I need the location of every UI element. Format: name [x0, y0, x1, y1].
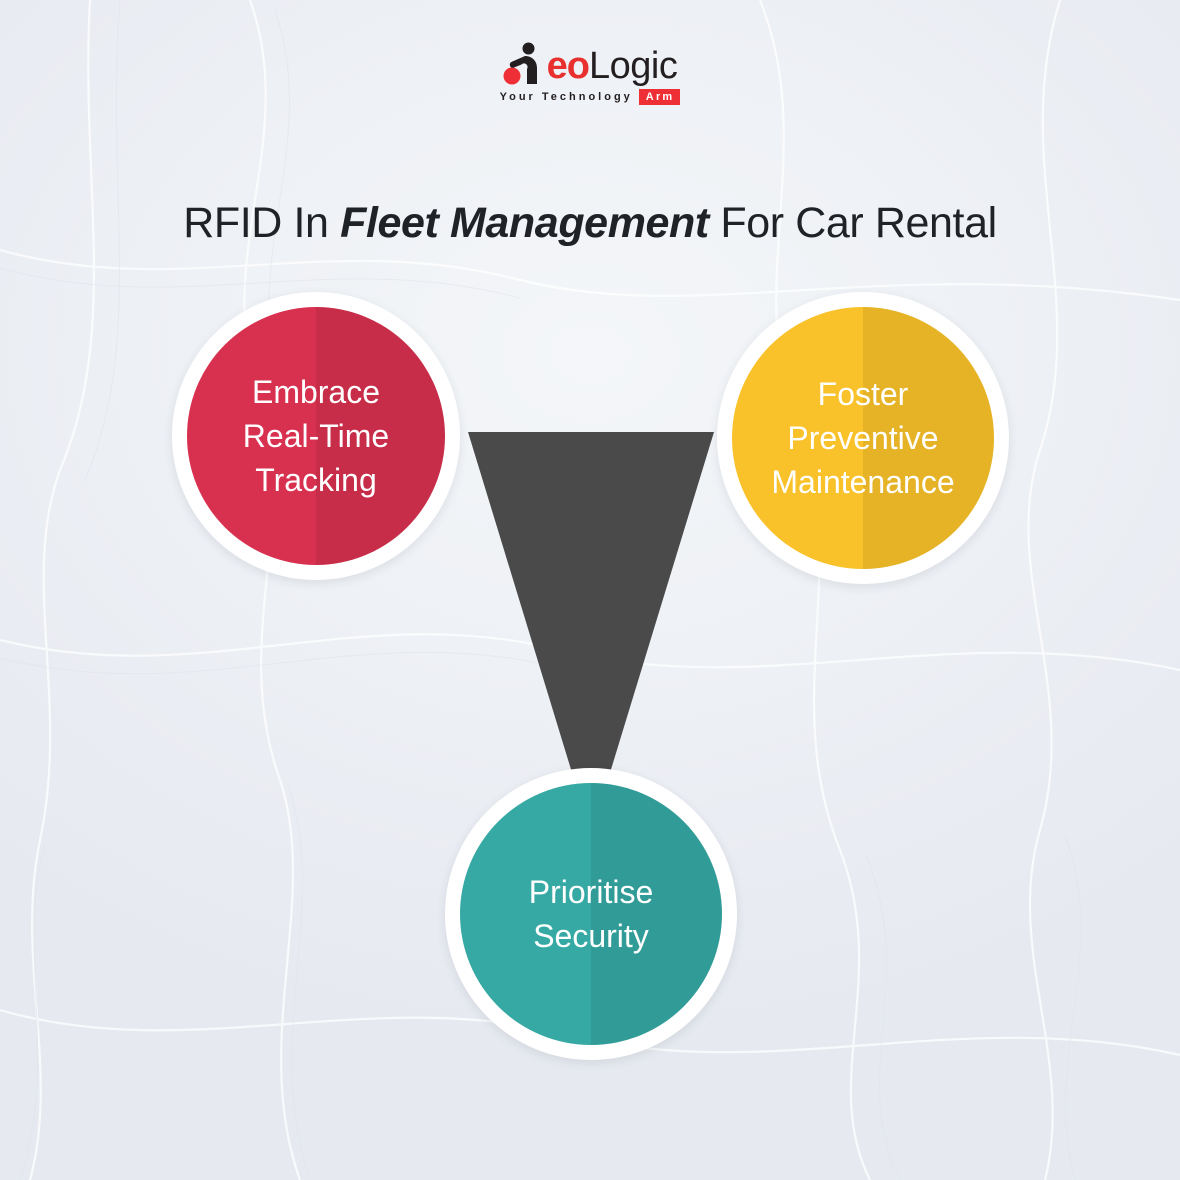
- node-label-line: Embrace: [251, 374, 381, 410]
- node-label-line: Preventive: [787, 420, 939, 456]
- node-embrace-real-time-tracking[interactable]: Embrace Real-Time Tracking: [172, 292, 460, 580]
- node-label-line: Foster: [817, 376, 909, 412]
- title-after: For Car Rental: [708, 198, 997, 247]
- logo-text-rest: Logic: [589, 45, 678, 87]
- node-prioritise-security[interactable]: Prioritise Security: [445, 768, 737, 1060]
- node-label-maintenance: Foster Preventive Maintenance: [763, 372, 962, 504]
- node-fill-security: Prioritise Security: [460, 783, 722, 1045]
- logo-wordmark: eo Logic: [503, 42, 678, 86]
- node-fill-tracking: Embrace Real-Time Tracking: [187, 307, 445, 565]
- node-label-tracking: Embrace Real-Time Tracking: [235, 370, 397, 502]
- node-label-line: Prioritise: [528, 874, 654, 910]
- logo-tagline-badge: Arm: [638, 89, 681, 105]
- brand-logo: eo Logic Your Technology Arm: [0, 42, 1180, 105]
- title-before: RFID In: [183, 198, 341, 247]
- logo-tagline-text: Your Technology: [499, 91, 633, 103]
- node-label-line: Tracking: [255, 462, 377, 498]
- node-label-line: Security: [533, 918, 649, 954]
- logo-text-accent: eo: [546, 45, 590, 87]
- logo-tagline: Your Technology Arm: [500, 89, 681, 105]
- node-label-security: Prioritise Security: [521, 870, 661, 958]
- node-label-line: Maintenance: [771, 464, 955, 500]
- node-label-line: Real-Time: [242, 418, 390, 454]
- logo-a-mark-icon: [503, 42, 549, 86]
- title-emphasis: Fleet Management: [340, 198, 709, 247]
- node-foster-preventive-maintenance[interactable]: Foster Preventive Maintenance: [717, 292, 1009, 584]
- node-fill-maintenance: Foster Preventive Maintenance: [732, 307, 994, 569]
- page-title: RFID In Fleet Management For Car Rental: [0, 197, 1180, 249]
